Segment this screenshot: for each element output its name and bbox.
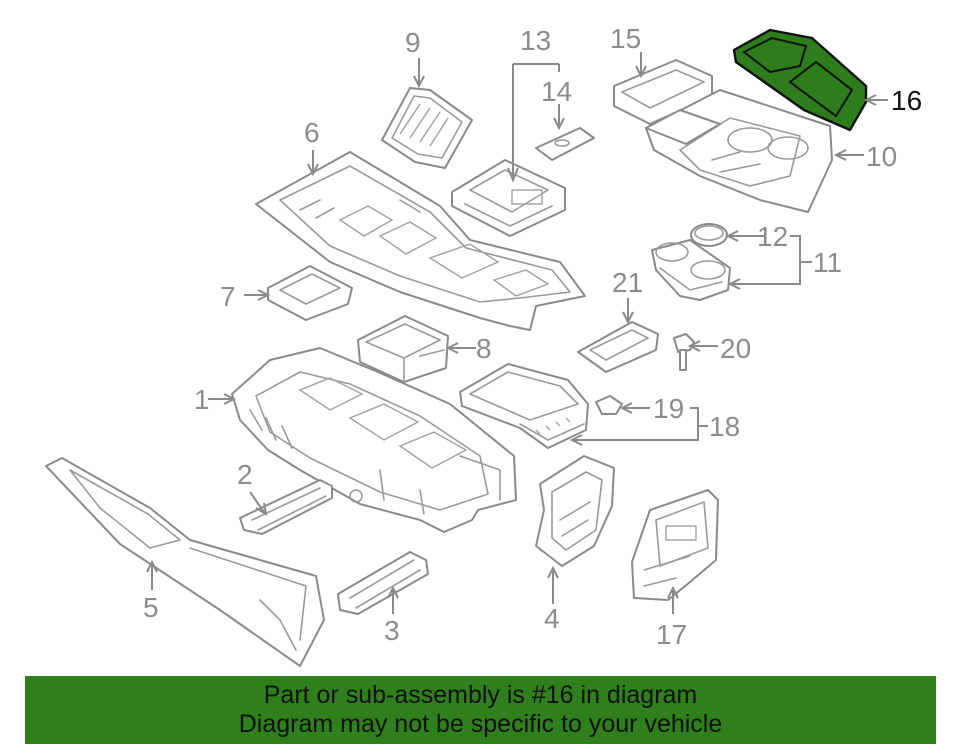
callout-10: 10 — [866, 141, 897, 172]
part-12-ring[interactable] — [690, 223, 728, 247]
part-6-console-frame[interactable] — [255, 151, 586, 331]
part-18-armrest[interactable] — [459, 363, 589, 449]
callout-8: 8 — [476, 333, 492, 364]
callout-18: 18 — [709, 411, 740, 442]
part-3-bracket[interactable] — [337, 551, 429, 615]
part-17-switch-panel[interactable] — [631, 489, 719, 601]
part-7-bracket[interactable] — [267, 265, 353, 321]
part-13-module[interactable] — [451, 159, 566, 237]
part-4-support[interactable] — [535, 455, 615, 567]
callout-12: 12 — [757, 221, 788, 252]
part-10-console-trim[interactable] — [645, 89, 833, 213]
part-2-bracket[interactable] — [239, 479, 333, 535]
callout-21: 21 — [612, 267, 643, 298]
part-14-clip[interactable] — [535, 127, 595, 161]
part-20-bolt[interactable] — [673, 333, 695, 371]
part-9-tray[interactable] — [381, 87, 473, 169]
callout-9: 9 — [405, 27, 421, 58]
leader-lines — [146, 52, 888, 614]
callout-15: 15 — [610, 23, 641, 54]
part-21-pad[interactable] — [577, 321, 659, 373]
part-11-cupholder[interactable] — [651, 239, 731, 301]
info-banner: Part or sub-assembly is #16 in diagram D… — [25, 676, 936, 744]
callout-20: 20 — [720, 333, 751, 364]
banner-line-1: Part or sub-assembly is #16 in diagram — [263, 681, 698, 709]
callout-5: 5 — [143, 592, 159, 623]
callout-16: 16 — [891, 85, 922, 116]
callout-labels: 9 13 14 15 16 10 6 12 11 21 7 8 20 1 19 … — [143, 23, 922, 650]
callout-7: 7 — [220, 281, 236, 312]
callout-2: 2 — [237, 459, 253, 490]
callout-6: 6 — [304, 117, 320, 148]
part-16-storage-lid[interactable] — [732, 28, 868, 132]
callout-14: 14 — [541, 76, 572, 107]
callout-1: 1 — [194, 384, 210, 415]
part-1-console-body[interactable] — [231, 347, 517, 533]
callout-11: 11 — [813, 247, 842, 278]
part-5-side-panel[interactable] — [45, 457, 325, 667]
part-19-clip[interactable] — [595, 395, 623, 415]
callout-13: 13 — [520, 25, 551, 56]
callout-4: 4 — [544, 603, 560, 634]
callout-19: 19 — [653, 393, 684, 424]
callout-17: 17 — [656, 619, 687, 650]
callout-3: 3 — [384, 615, 400, 646]
part-8-storage-bin[interactable] — [357, 315, 449, 383]
banner-line-2: Diagram may not be specific to your vehi… — [238, 710, 723, 738]
